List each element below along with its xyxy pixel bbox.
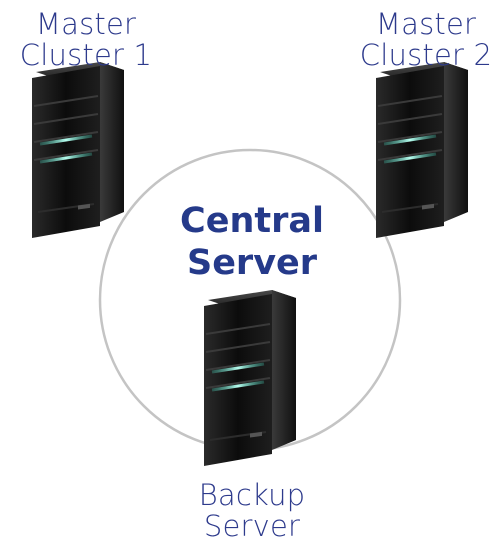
backup-server-label: Backup Server	[172, 480, 332, 542]
central-server-line2: Server	[186, 243, 318, 283]
backup-server-line1: Backup	[198, 478, 306, 512]
master-cluster-1-label: Master Cluster 1	[6, 9, 166, 71]
central-server-label: Central Server	[152, 200, 352, 284]
central-server-line1: Central	[180, 201, 324, 241]
master-cluster-1-server-icon	[30, 60, 126, 240]
master-cluster-2-server-icon	[374, 60, 470, 240]
master-cluster-2-line1: Master	[375, 7, 477, 41]
master-cluster-1-line1: Master	[35, 7, 137, 41]
backup-server-line2: Server	[203, 509, 301, 543]
master-cluster-2-label: Master Cluster 2	[349, 9, 503, 71]
backup-server-icon	[202, 288, 298, 468]
master-cluster-1-line2: Cluster 1	[19, 38, 153, 72]
master-cluster-2-line2: Cluster 2	[359, 38, 493, 72]
